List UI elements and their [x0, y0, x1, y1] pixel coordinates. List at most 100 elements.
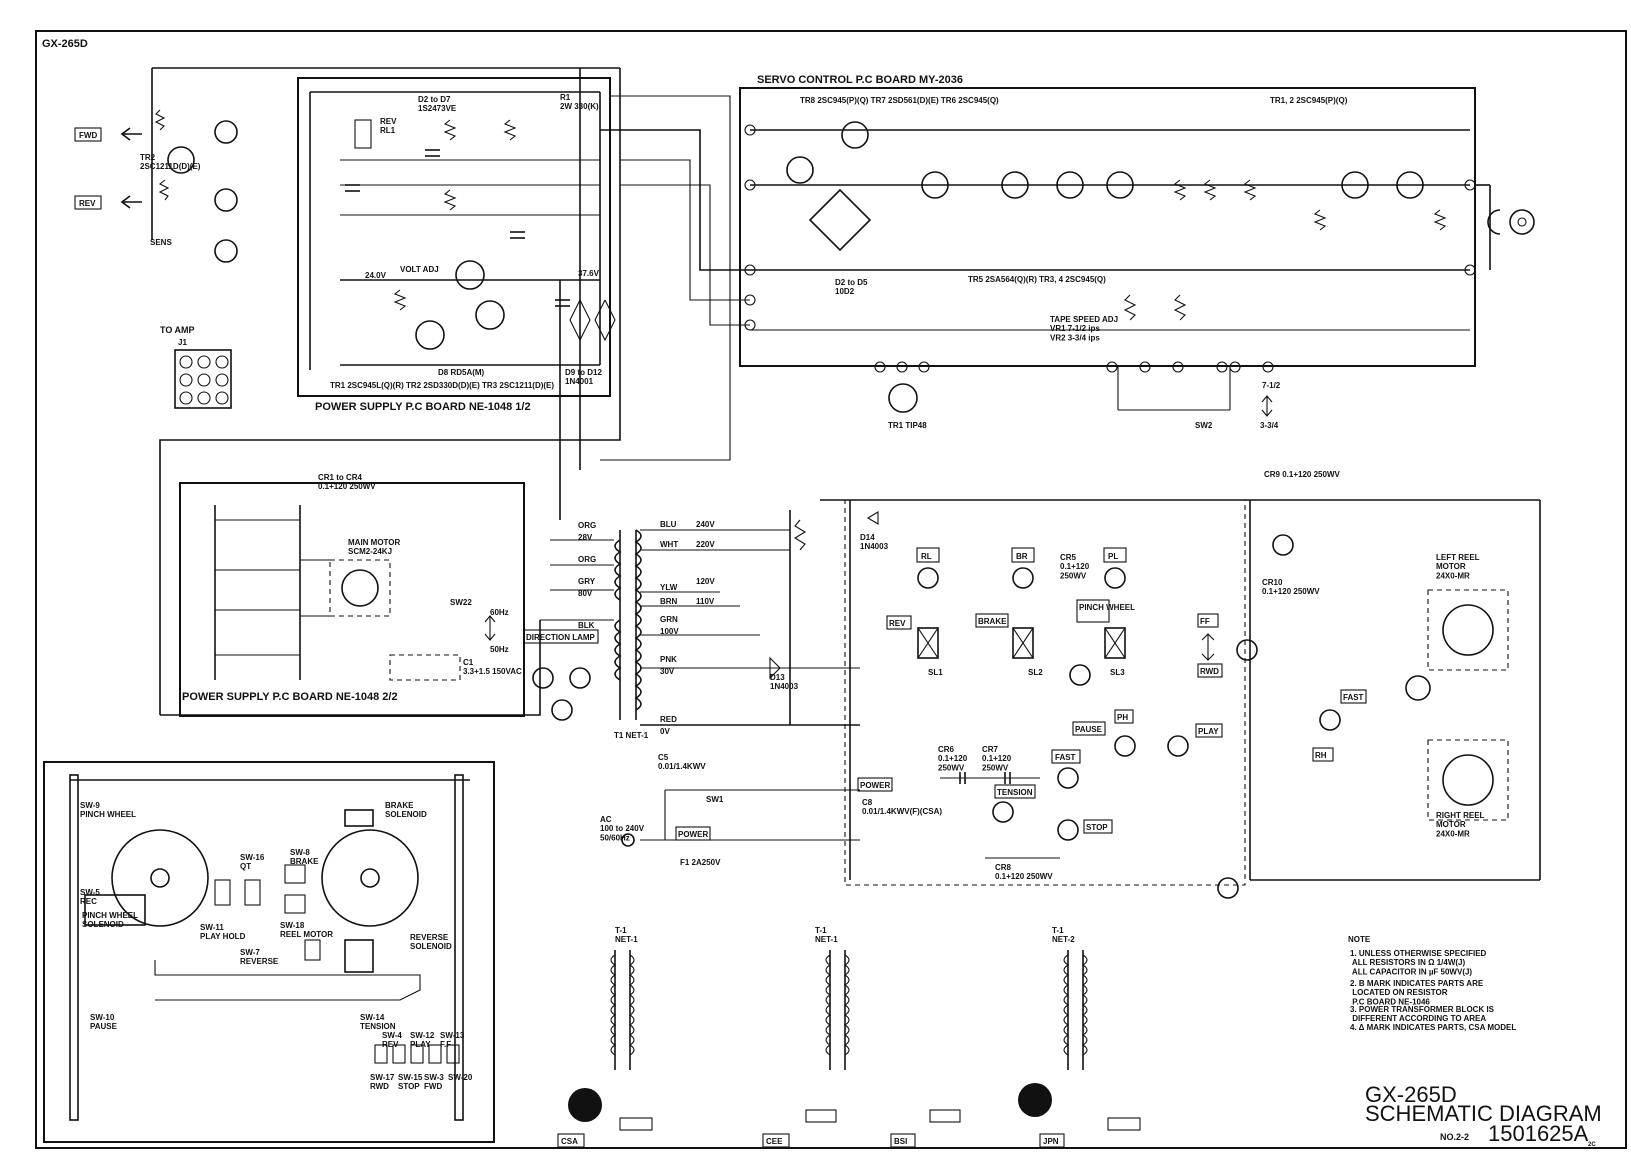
stop-label: STOP	[1086, 823, 1108, 832]
switch-sw3	[214, 120, 238, 144]
tap-28v: 28V	[578, 533, 593, 542]
jpn-label: JPN	[1043, 1137, 1059, 1146]
model-tag: GX-265D	[42, 38, 88, 50]
fast-box-label: FAST	[1343, 693, 1364, 702]
title-model: GX-265D	[1365, 1082, 1457, 1107]
main-motor	[341, 569, 379, 607]
title-line2: SCHEMATIC DIAGRAM	[1365, 1101, 1602, 1126]
left-reel-outline	[1427, 589, 1509, 671]
tap-220v: 220V	[696, 540, 715, 549]
transistor-tr1s	[1396, 171, 1424, 199]
switch-sw7	[917, 567, 939, 589]
sl3-label: SL3	[1110, 668, 1125, 677]
pl-label: PL	[1108, 552, 1118, 561]
takeup-reel	[321, 829, 419, 927]
tap-120v: 120V	[696, 577, 715, 586]
switch-sw8	[1012, 567, 1034, 589]
solenoid-sl2	[1012, 627, 1034, 659]
tap-0v: 0V	[660, 727, 670, 736]
right-reel-motor	[1442, 754, 1494, 806]
switch-sw12	[1167, 735, 1189, 757]
tap-org-1: ORG	[578, 521, 596, 530]
fast-label: FAST	[1055, 753, 1076, 762]
ps-board-2-label: POWER SUPPLY P.C BOARD NE-1048 2/2	[182, 691, 398, 703]
tap-240v: 240V	[696, 520, 715, 529]
ps-board-1-outline	[297, 77, 611, 397]
pinch-wheel-label: PINCH WHEEL	[1079, 603, 1135, 612]
transistor-tr4	[1056, 171, 1084, 199]
to-amp-label: TO AMP	[160, 325, 195, 335]
rev-box-label: REV	[889, 619, 906, 628]
j1-label: J1	[178, 338, 187, 347]
br-label: BR	[1016, 552, 1028, 561]
transistor-tr8	[786, 156, 814, 184]
tap-grn: GRN	[660, 615, 678, 624]
servo-board: SERVO CONTROL P.C BOARD MY-2036 TR8 2SC9…	[739, 74, 1535, 430]
rl-label: RL	[921, 552, 932, 561]
tap-100v: 100V	[660, 627, 679, 636]
c1-outline	[389, 654, 461, 681]
transistor-tr7	[841, 121, 869, 149]
ps-board-1-label: POWER SUPPLY P.C BOARD NE-1048 1/2	[315, 401, 531, 413]
supply-reel	[111, 829, 209, 927]
transistor-tr1	[415, 320, 445, 350]
mechanism-frame	[43, 761, 495, 1143]
solenoid-sl3	[1104, 627, 1126, 659]
transistor-tr5	[1001, 171, 1029, 199]
ps-board-2-outline	[179, 482, 525, 717]
transistor-tr6	[921, 171, 949, 199]
fwd-tag	[74, 127, 102, 142]
switch-sw18	[1319, 709, 1341, 731]
relay-rl1	[354, 119, 372, 149]
direction-lamp-block: DIRECTION LAMP	[523, 629, 599, 721]
direction-lamp-label: DIRECTION LAMP	[526, 633, 596, 642]
lamp-ind1	[532, 667, 554, 689]
ps-board-bottom: POWER SUPPLY P.C BOARD NE-1048 2/2 CR1 t…	[179, 473, 525, 717]
brake-box-label: BRAKE	[978, 617, 1007, 626]
note-3: 3. POWER TRANSFORMER BLOCK IS DIFFERENT …	[1350, 1005, 1495, 1023]
transistor-tr2	[167, 146, 195, 174]
switch-sw19	[1217, 877, 1239, 899]
tap-blk: BLK	[578, 621, 595, 630]
cee-label: CEE	[766, 1137, 783, 1146]
title-block: GX-265D SCHEMATIC DIAGRAM NO.2-2 1501625…	[1365, 1082, 1602, 1148]
rwd-label: RWD	[1200, 667, 1219, 676]
sheet-frame	[35, 30, 1627, 1149]
control-board-outline	[844, 499, 1246, 886]
switch-sw14	[992, 801, 1014, 823]
csa-label: CSA	[561, 1137, 578, 1146]
tap-red: RED	[660, 715, 677, 724]
sl1-label: SL1	[928, 668, 943, 677]
tach-gear	[1509, 209, 1535, 235]
sens-label: SENS	[150, 238, 172, 247]
sw1-label: SW1	[706, 795, 724, 804]
bsi-label: BSI	[894, 1137, 907, 1146]
switch-sw13	[1057, 767, 1079, 789]
fwd-label: FWD	[79, 131, 97, 140]
fuse-label: F1 2A250V	[680, 858, 721, 867]
switch-sw11	[1114, 735, 1136, 757]
transistor-tr3s	[1106, 171, 1134, 199]
brake-solenoid	[344, 809, 374, 827]
